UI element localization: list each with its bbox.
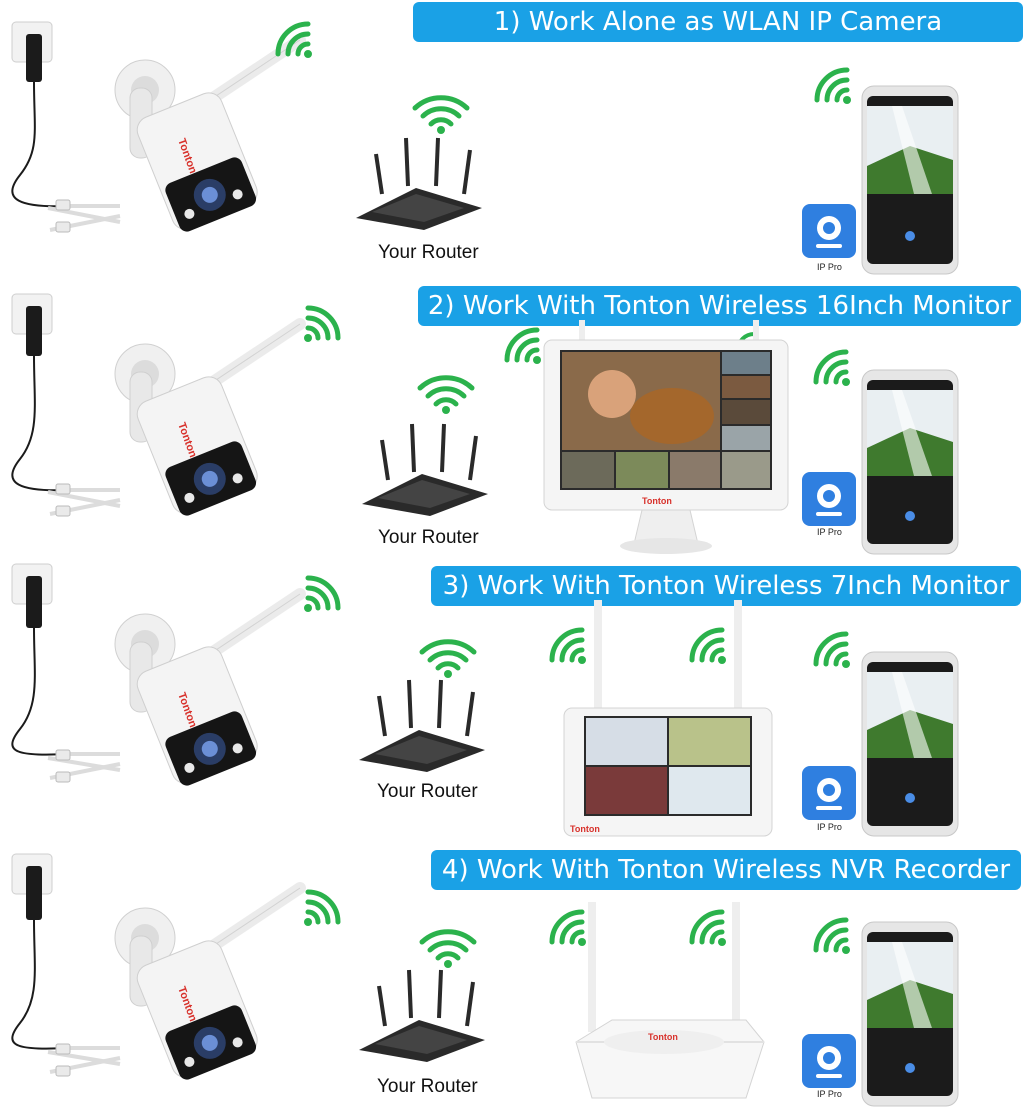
nvr-brand-logo: Tonton [648,1032,678,1042]
row-1-router-label: Your Router [378,242,479,263]
ip-camera-icon: Tonton [114,318,306,516]
wireless-16inch-monitor-icon: Tonton [543,320,789,554]
scene-row-2: 2) Work With Tonton Wireless 16Inch Moni… [0,284,1024,564]
row-4-banner: 4) Work With Tonton Wireless NVR Recorde… [431,850,1021,890]
router-wifi-icon [419,929,477,968]
row-4-app-label: IP Pro [817,1089,842,1099]
router-icon [359,679,485,772]
router-wifi-icon [419,639,477,678]
ip-pro-app-icon [802,472,856,526]
ip-camera-icon: Tonton [114,588,306,786]
router-icon [362,423,488,516]
phone-wifi-icon [813,917,850,954]
row-2-banner: 2) Work With Tonton Wireless 16Inch Moni… [418,286,1021,326]
ip-camera-icon: Tonton [114,34,306,232]
phone-wifi-icon [813,631,850,668]
power-adapter-icon [11,21,121,233]
nvr-wifi-icon [689,909,726,946]
row-1-app-label: IP Pro [817,262,842,272]
row-3-banner: 3) Work With Tonton Wireless 7Inch Monit… [431,566,1021,606]
router-icon [359,969,485,1062]
smartphone-icon [861,921,959,1107]
ip-pro-app-icon [802,204,856,258]
row-3-app-label: IP Pro [817,822,842,832]
wireless-nvr-recorder-icon: Tonton [575,902,765,1099]
monitor-wifi-icon [549,627,586,664]
wireless-7inch-monitor-icon: Tonton [563,600,773,837]
camera-wifi-icon [304,575,341,612]
scene-row-4: 4) Work With Tonton Wireless NVR Recorde… [0,848,1024,1118]
phone-wifi-icon [814,67,851,104]
router-wifi-icon [417,375,475,414]
ip-pro-app-icon [802,1034,856,1088]
power-adapter-icon [11,563,121,783]
ip-camera-icon: Tonton [114,882,306,1080]
row-1-banner: 1) Work Alone as WLAN IP Camera [413,2,1023,42]
phone-wifi-icon [813,349,850,386]
smartphone-icon [861,651,959,837]
scene-row-3: 3) Work With Tonton Wireless 7Inch Monit… [0,563,1024,844]
router-icon [356,137,482,230]
camera-wifi-icon [304,305,341,342]
smartphone-icon [861,85,959,275]
nvr-wifi-icon [549,909,586,946]
router-wifi-icon [412,95,470,134]
power-adapter-icon [11,293,121,517]
ip-pro-app-icon [802,766,856,820]
monitor-brand-logo: Tonton [570,824,600,834]
camera-wifi-icon [275,21,312,58]
monitor-wifi-icon [689,627,726,664]
power-adapter-icon [11,853,121,1077]
monitor-wifi-icon [504,327,541,364]
row-4-router-label: Your Router [377,1076,478,1097]
row-2-router-label: Your Router [378,527,479,548]
smartphone-icon [861,369,959,555]
row-2-app-label: IP Pro [817,527,842,537]
scene-row-1: 1) Work Alone as WLAN IP Camera Tonton [0,0,1024,280]
camera-wifi-icon [304,889,341,926]
monitor-brand-logo: Tonton [642,496,672,506]
row-3-router-label: Your Router [377,781,478,802]
